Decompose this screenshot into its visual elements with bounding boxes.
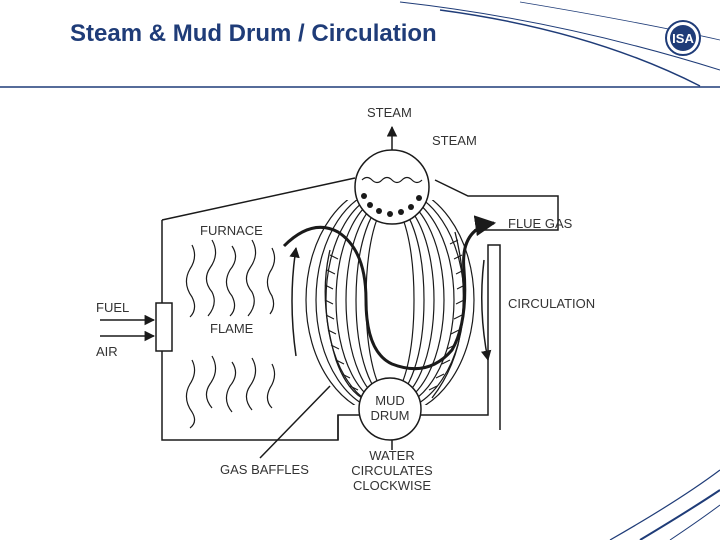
label-steam-drum: STEAM xyxy=(432,133,477,148)
drum-tube-holes xyxy=(361,193,422,217)
boiler-diagram xyxy=(100,125,559,459)
footer-swoosh xyxy=(609,469,720,540)
burner-block xyxy=(155,302,173,352)
label-gas-baffles: GAS BAFFLES xyxy=(220,462,309,477)
gas-baffles xyxy=(324,231,464,399)
label-fuel: FUEL xyxy=(96,300,129,315)
diagram-labels: STEAM STEAM FURNACE FLUE GAS FUEL FLAME … xyxy=(96,105,595,493)
gas-flow-arrow xyxy=(282,215,497,371)
label-drum: DRUM xyxy=(371,408,410,423)
mud-drum xyxy=(358,377,422,441)
slide-title: Steam & Mud Drum / Circulation xyxy=(70,20,437,47)
label-circulates: CIRCULATES xyxy=(351,463,433,478)
label-steam-out: STEAM xyxy=(367,105,412,120)
label-flame: FLAME xyxy=(210,321,254,336)
label-flue-gas: FLUE GAS xyxy=(508,216,573,231)
boiler-roof xyxy=(161,177,559,231)
label-mud: MUD xyxy=(375,393,405,408)
flame-shapes xyxy=(185,239,276,429)
logo-text: ISA xyxy=(672,31,694,46)
label-furnace: FURNACE xyxy=(200,223,263,238)
label-air: AIR xyxy=(96,344,118,359)
label-clockwise: CLOCKWISE xyxy=(353,478,431,493)
label-water: WATER xyxy=(369,448,415,463)
label-circulation: CIRCULATION xyxy=(508,296,595,311)
isa-logo: ISA xyxy=(665,20,701,56)
